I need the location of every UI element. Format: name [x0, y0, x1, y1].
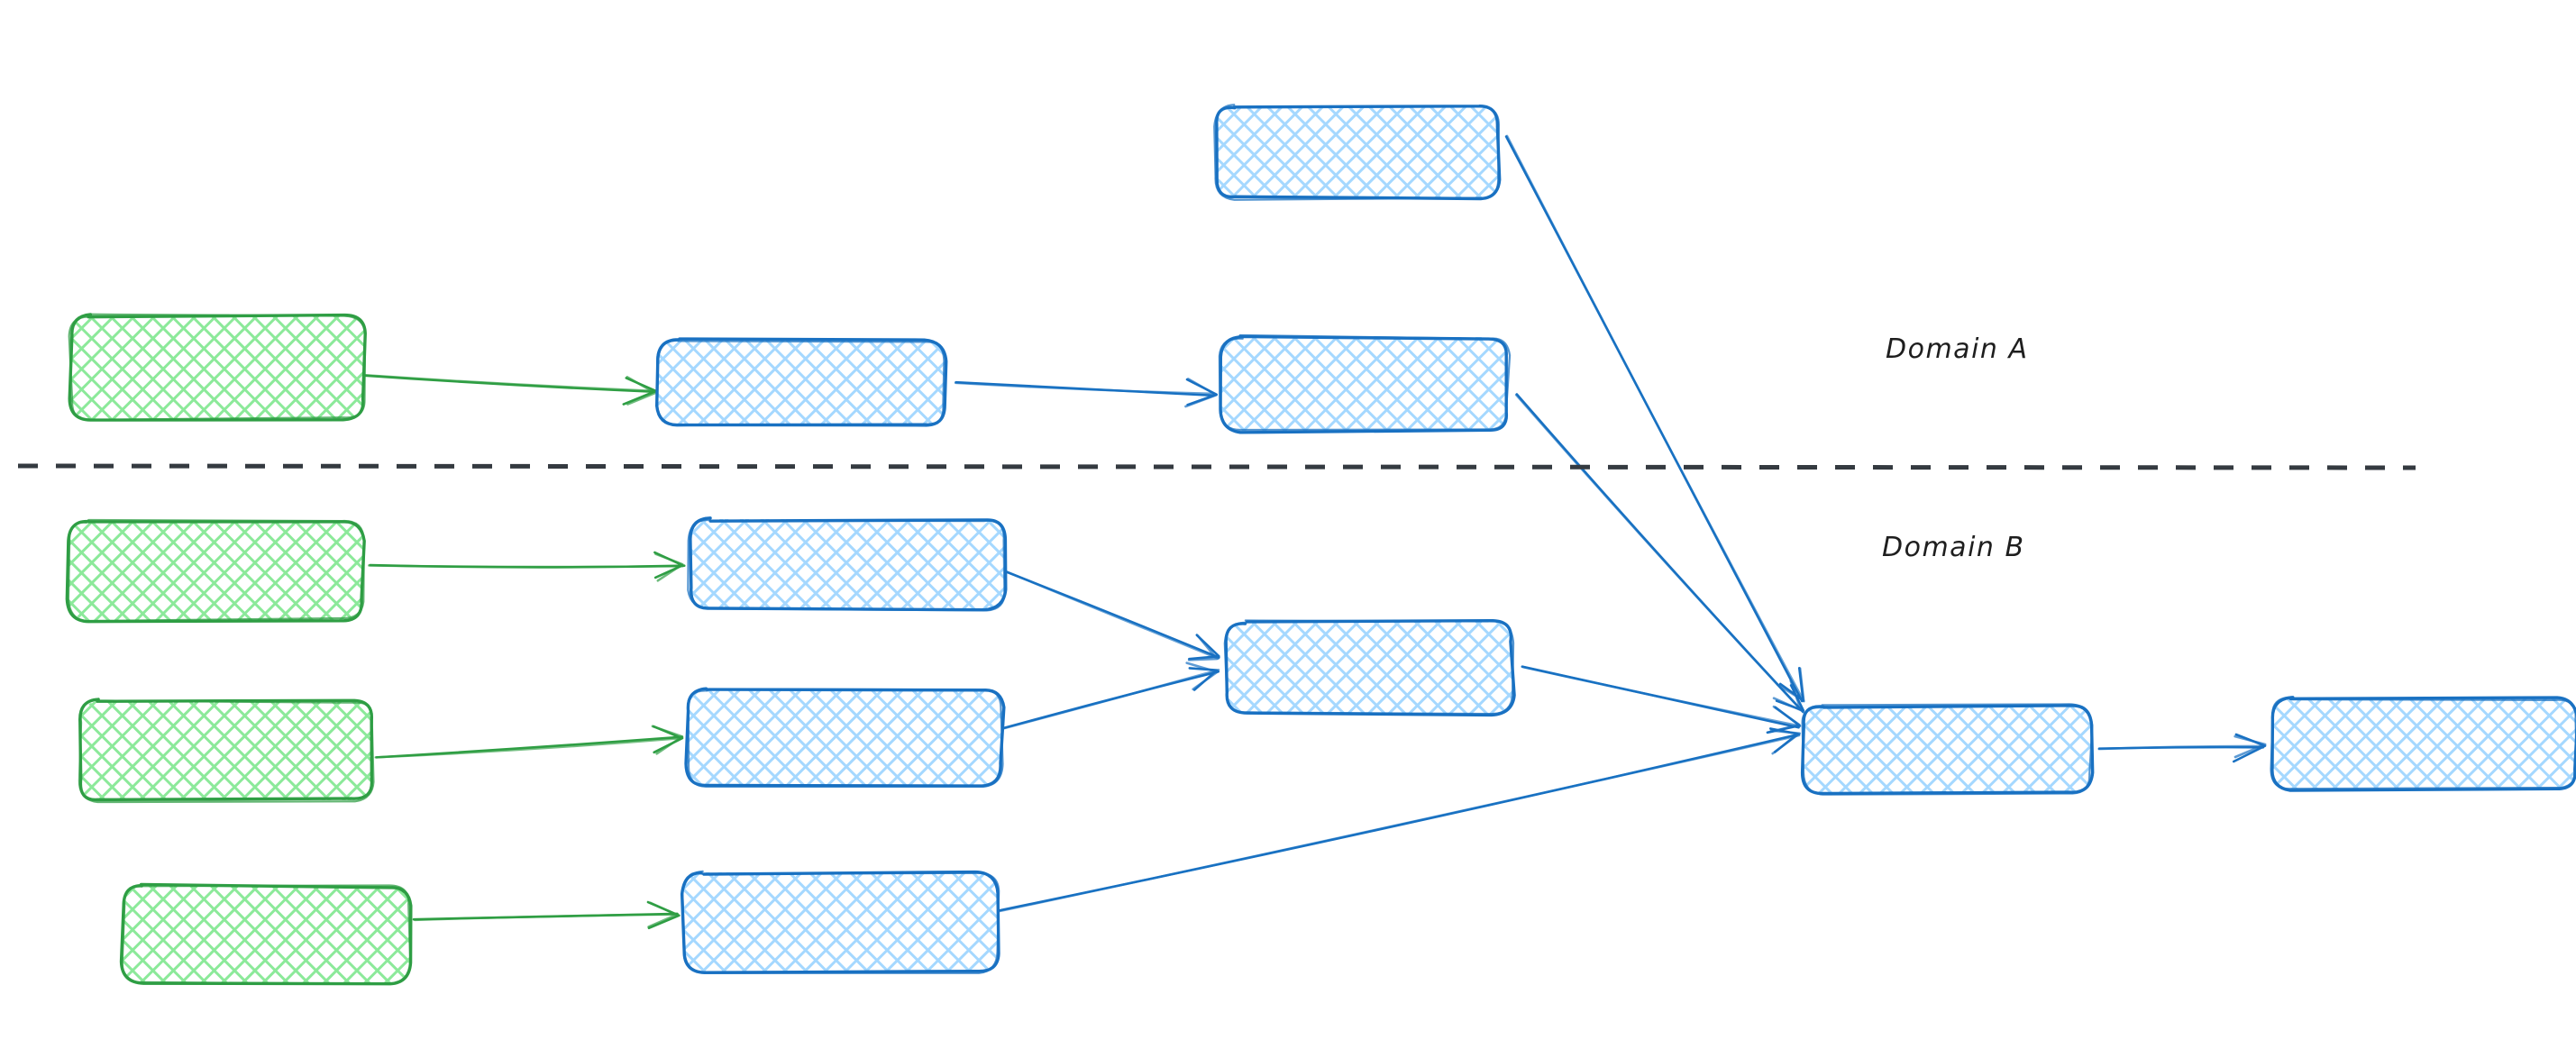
node-fill [2271, 698, 2576, 789]
node-fill [658, 341, 945, 425]
edge-arrowhead [1184, 378, 1218, 408]
edge-shaft [368, 564, 684, 569]
node-b-source-3[interactable] [119, 882, 413, 986]
edge-shaft [414, 913, 680, 922]
domain-b-label: Domain B [1882, 532, 2025, 563]
node-outline [121, 883, 412, 985]
node-outline [1218, 333, 1512, 432]
node-a-proc-2[interactable] [1218, 333, 1512, 434]
node-outline [67, 518, 365, 623]
edge-shaft [1521, 665, 1802, 727]
edge-e12[interactable] [2097, 733, 2267, 763]
edge-e4[interactable] [1514, 393, 1805, 714]
node-a-source-1[interactable] [68, 313, 367, 422]
edge-arrowhead [626, 376, 657, 406]
edge-e5[interactable] [368, 551, 686, 582]
edge-arrowhead [647, 901, 678, 928]
node-fill [687, 689, 1002, 785]
edge-e7[interactable] [412, 900, 681, 930]
edge-arrowhead [2233, 734, 2267, 759]
edge-arrowhead [651, 725, 684, 755]
domain-a-label: Domain A [1886, 333, 2029, 365]
node-outline [1223, 619, 1515, 716]
node-outline [1213, 104, 1501, 201]
edge-shaft [1514, 393, 1804, 714]
edge-shaft [991, 733, 1801, 914]
edge-e11[interactable] [991, 727, 1801, 914]
node-fill [1215, 106, 1499, 198]
node-a-proc-top[interactable] [1213, 104, 1502, 201]
domain-divider [17, 463, 2416, 470]
edge-e1[interactable] [362, 373, 658, 406]
node-b-sink[interactable] [2270, 696, 2576, 792]
node-outline [681, 870, 1000, 974]
node-outline [1801, 703, 2094, 796]
divider-layer [17, 463, 2416, 470]
node-outline [68, 313, 367, 421]
edge-shaft [362, 373, 655, 393]
node-fill [70, 315, 364, 419]
edge-shaft [374, 736, 684, 759]
node-fill [69, 521, 362, 620]
node-b-hub[interactable] [1800, 703, 2095, 796]
edge-shaft [954, 381, 1216, 396]
edge-shaft [999, 568, 1219, 661]
edge-e9[interactable] [985, 661, 1220, 734]
edge-e6[interactable] [374, 725, 684, 759]
node-fill [683, 872, 997, 971]
node-b-proc-1[interactable] [687, 516, 1008, 612]
nodes-layer [65, 104, 2576, 986]
edge-e3[interactable] [1504, 134, 1805, 703]
edge-shaft [1505, 134, 1805, 703]
node-b-proc-2[interactable] [684, 687, 1006, 789]
edge-arrowhead [1185, 661, 1219, 691]
node-a-proc-1[interactable] [655, 337, 948, 427]
edge-shaft [2097, 744, 2266, 751]
edge-arrowhead [1769, 729, 1801, 755]
edge-e2[interactable] [954, 378, 1219, 408]
node-fill [79, 701, 373, 800]
edge-shaft [986, 669, 1220, 734]
node-b-proc-3[interactable] [680, 870, 1000, 974]
edge-arrowhead [1776, 667, 1805, 702]
node-fill [123, 886, 409, 983]
node-outline [2270, 696, 2576, 790]
edge-arrowhead [1772, 680, 1803, 712]
edge-e8[interactable] [999, 568, 1220, 661]
edge-arrowhead [654, 552, 684, 582]
edge-shaft [991, 734, 1801, 914]
node-fill [1221, 337, 1508, 431]
node-outline [78, 698, 375, 804]
node-outline [655, 339, 945, 427]
node-outline [687, 688, 1004, 789]
node-b-source-1[interactable] [65, 518, 366, 624]
edge-arrowhead [1187, 634, 1219, 661]
node-outline [687, 519, 1006, 612]
node-b-source-2[interactable] [78, 698, 375, 804]
node-fill [690, 519, 1005, 609]
edges-layer [362, 134, 2267, 930]
edge-e10[interactable] [1521, 665, 1802, 734]
node-fill [1226, 622, 1512, 714]
node-fill [1803, 706, 2091, 793]
node-b-merge[interactable] [1223, 619, 1516, 717]
